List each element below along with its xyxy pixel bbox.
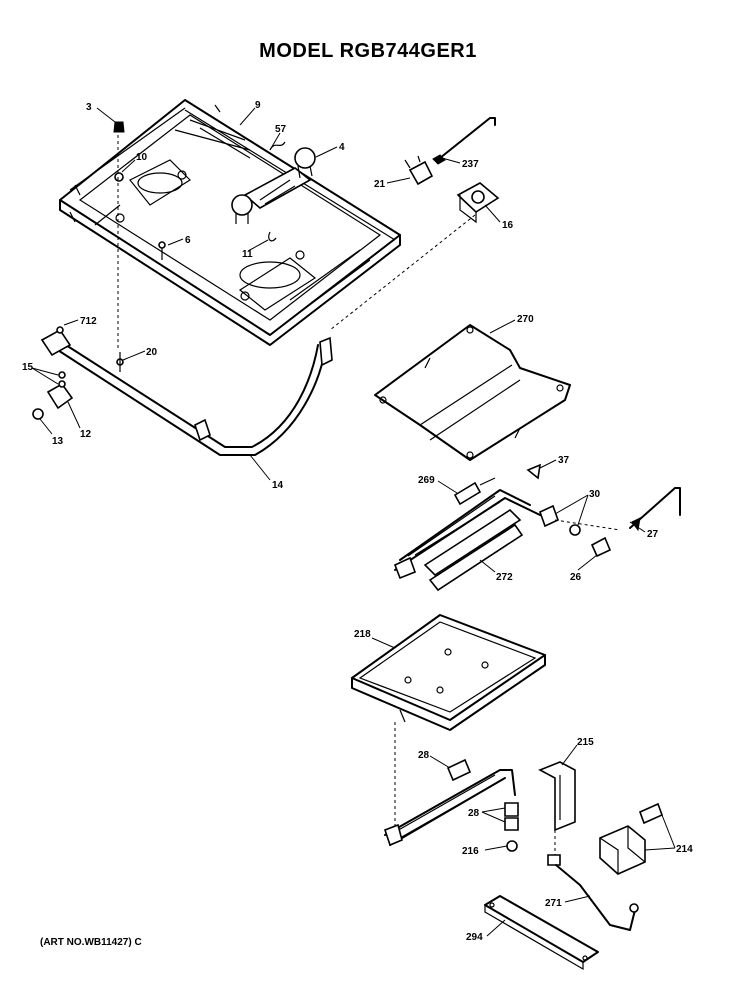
oven-burner-assembly [393, 463, 681, 592]
broiler-pan [351, 614, 546, 840]
callout-20: 20 [146, 347, 158, 358]
callout-15: 15 [22, 362, 34, 373]
broiler-support [374, 324, 571, 461]
callout-9: 9 [255, 100, 261, 111]
callout-294: 294 [466, 932, 483, 943]
callout-12: 12 [80, 429, 92, 440]
callout-21: 21 [374, 179, 386, 190]
callout-16: 16 [502, 220, 514, 231]
callout-3: 3 [86, 102, 92, 113]
callout-28b: 28 [468, 808, 480, 819]
callout-57: 57 [275, 124, 287, 135]
callout-215: 215 [577, 737, 594, 748]
callout-30: 30 [589, 489, 601, 500]
callout-labels: 3 9 57 4 10 237 21 16 11 6 712 20 15 12 … [22, 100, 693, 943]
callout-6: 6 [185, 235, 191, 246]
callout-270: 270 [517, 314, 534, 325]
manifold-pipe [32, 326, 333, 456]
callout-712: 712 [80, 316, 97, 327]
callout-28: 28 [418, 750, 430, 761]
igniter-and-bracket [484, 802, 664, 971]
broiler-burner-assembly [383, 758, 576, 866]
callout-272: 272 [496, 572, 513, 583]
callout-271: 271 [545, 898, 562, 909]
callout-10: 10 [136, 152, 148, 163]
callout-4: 4 [339, 142, 345, 153]
gas-valves [231, 141, 316, 224]
small-hardware [113, 121, 277, 350]
callout-214: 214 [676, 844, 693, 855]
callout-14: 14 [272, 480, 284, 491]
leader-lines [31, 107, 676, 937]
callout-37: 37 [558, 455, 570, 466]
diagram-title: MODEL RGB744GER1 [259, 40, 477, 62]
callout-27: 27 [647, 529, 659, 540]
callout-269: 269 [418, 475, 435, 486]
art-number: (ART NO.WB11427) C [40, 937, 142, 948]
ignition-parts-top [329, 117, 500, 331]
callout-216: 216 [462, 846, 479, 857]
burner-box [59, 99, 401, 346]
callout-13: 13 [52, 436, 64, 447]
callout-11: 11 [242, 249, 253, 260]
callout-237: 237 [462, 159, 479, 170]
callout-218: 218 [354, 629, 371, 640]
callout-26: 26 [570, 572, 582, 583]
